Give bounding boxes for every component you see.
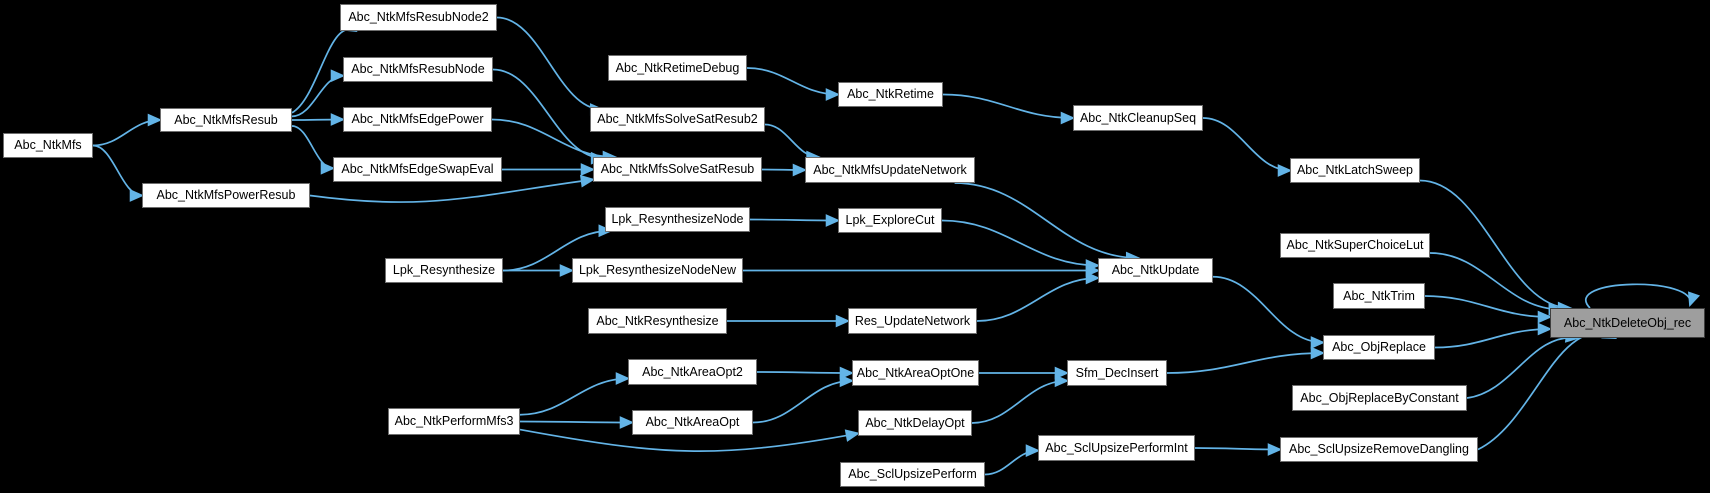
graph-node-sfm-decinsert[interactable]: Sfm_DecInsert <box>1067 360 1167 386</box>
edge-abc-ntkdelayopt-to-sfm-decinsert <box>971 374 1070 424</box>
graph-node-abc-ntkmfsupdatenetwork[interactable]: Abc_NtkMfsUpdateNetwork <box>805 157 975 183</box>
graph-node-abc-ntkretime[interactable]: Abc_NtkRetime <box>838 82 943 107</box>
edge-abc-ntkmfssolvesatresub2-to-abc-ntkmfsupdatenetwork <box>764 123 821 164</box>
graph-node-lpk-explorecut[interactable]: Lpk_ExploreCut <box>838 208 942 233</box>
edge-abc-ntkmfsresubnode2-to-abc-ntkmfssolvesatresub2 <box>496 16 605 116</box>
graph-node-lpk-resynthesize[interactable]: Lpk_Resynthesize <box>385 258 503 283</box>
edge-abc-ntkmfsresub-to-abc-ntkmfsresubnode <box>291 69 346 118</box>
graph-node-abc-sclupsizeperformint[interactable]: Abc_SclUpsizePerformInt <box>1038 435 1195 461</box>
graph-node-abc-ntkareaopt[interactable]: Abc_NtkAreaOpt <box>632 410 753 435</box>
graph-node-abc-ntkmfssolvesatresub2[interactable]: Abc_NtkMfsSolveSatResub2 <box>590 107 765 132</box>
graph-node-abc-ntklatchsweep[interactable]: Abc_NtkLatchSweep <box>1290 158 1420 183</box>
graph-node-lpk-resynthesizenode[interactable]: Lpk_ResynthesizeNode <box>605 207 750 232</box>
edge-abc-ntklatchsweep-to-abc-ntkdeleteobj-rec <box>1419 179 1573 315</box>
edge-abc-ntkmfsresub-to-abc-ntkmfsedgeswapeval <box>291 125 336 175</box>
graph-node-abc-ntkdeleteobj-rec: Abc_NtkDeleteObj_rec <box>1550 308 1705 338</box>
graph-node-abc-ntkmfsresubnode2[interactable]: Abc_NtkMfsResubNode2 <box>340 4 497 31</box>
edge-lpk-resynthesize-to-lpk-resynthesizenode <box>502 224 613 272</box>
edge-abc-ntkupdate-to-abc-objreplace <box>1212 275 1326 349</box>
edge-abc-ntkmfsresub-to-abc-ntkmfsedgepower <box>291 113 346 126</box>
edge-abc-ntkmfsedgepower-to-abc-ntkmfssolvesatresub <box>491 118 618 164</box>
edge-abc-ntkperformmfs3-to-abc-ntkdelayopt <box>519 428 861 452</box>
edge-abc-ntkmfsupdatenetwork-to-abc-ntkupdate <box>954 182 1141 265</box>
graph-node-abc-ntkdelayopt[interactable]: Abc_NtkDelayOpt <box>858 410 972 436</box>
edge-abc-ntkperformmfs3-to-abc-ntkareaopt2 <box>519 372 631 416</box>
graph-node-abc-ntkmfspowerresub[interactable]: Abc_NtkMfsPowerResub <box>142 183 310 208</box>
graph-node-abc-objreplacebyconstant[interactable]: Abc_ObjReplaceByConstant <box>1292 385 1467 411</box>
edge-abc-ntksuperchoicelut-to-abc-ntkdeleteobj-rec <box>1429 252 1564 316</box>
graph-node-abc-sclupsizeperform[interactable]: Abc_SclUpsizePerform <box>840 462 985 487</box>
edge-abc-objreplace-to-abc-ntkdeleteobj-rec <box>1434 322 1553 349</box>
edge-res-updatenetwork-to-abc-ntkupdate <box>976 271 1101 322</box>
graph-node-abc-ntksuperchoicelut[interactable]: Abc_NtkSuperChoiceLut <box>1280 233 1430 258</box>
graph-node-abc-objreplace[interactable]: Abc_ObjReplace <box>1323 335 1435 360</box>
edge-abc-ntkareaopt-to-abc-ntkareaoptone <box>752 374 855 424</box>
graph-node-abc-sclupsizeremovedangling[interactable]: Abc_SclUpsizeRemoveDangling <box>1280 437 1478 462</box>
edge-abc-ntkcleanupseq-to-abc-ntklatchsweep <box>1202 117 1293 177</box>
graph-node-abc-ntkcleanupseq[interactable]: Abc_NtkCleanupSeq <box>1073 105 1203 131</box>
edge-abc-sclupsizeperformint-to-abc-sclupsizeremovedangling <box>1194 443 1283 456</box>
graph-node-abc-ntktrim[interactable]: Abc_NtkTrim <box>1333 283 1425 309</box>
graph-node-abc-ntkupdate[interactable]: Abc_NtkUpdate <box>1098 258 1213 283</box>
graph-node-abc-ntkmfssolvesatresub[interactable]: Abc_NtkMfsSolveSatResub <box>593 157 762 182</box>
edge-abc-ntktrim-to-abc-ntkdeleteobj-rec <box>1424 295 1553 324</box>
graph-node-abc-ntkareaopt2[interactable]: Abc_NtkAreaOpt2 <box>628 359 757 385</box>
edge-sfm-decinsert-to-abc-objreplace <box>1166 346 1326 374</box>
edge-abc-sclupsizeperform-to-abc-sclupsizeperformint <box>984 444 1041 476</box>
graph-node-abc-ntkmfsedgeswapeval[interactable]: Abc_NtkMfsEdgeSwapEval <box>333 157 502 182</box>
graph-node-abc-ntkmfsresub[interactable]: Abc_NtkMfsResub <box>160 108 292 132</box>
edge-abc-ntkperformmfs3-to-abc-ntkareaopt <box>519 416 635 429</box>
edge-abc-ntkdeleteobj-rec-to-abc-ntkdeleteobj-rec <box>1585 283 1700 309</box>
edge-lpk-explorecut-to-abc-ntkupdate <box>941 219 1101 272</box>
edge-abc-ntkmfsresubnode-to-abc-ntkmfssolvesatresub <box>492 68 606 165</box>
graph-node-lpk-resynthesizenodenew[interactable]: Lpk_ResynthesizeNodeNew <box>572 258 743 283</box>
graph-node-abc-ntkmfsedgepower[interactable]: Abc_NtkMfsEdgePower <box>343 107 492 132</box>
edge-abc-ntkmfssolvesatresub-to-abc-ntkmfsupdatenetwork <box>761 163 808 177</box>
graph-node-abc-ntkresynthesize[interactable]: Abc_NtkResynthesize <box>588 308 727 334</box>
edge-group <box>92 16 1700 476</box>
graph-node-abc-ntkretimedebug[interactable]: Abc_NtkRetimeDebug <box>608 55 747 81</box>
edge-abc-ntkareaopt2-to-abc-ntkareaoptone <box>756 366 855 380</box>
edge-abc-ntkmfs-to-abc-ntkmfsresub <box>92 113 163 147</box>
graph-node-res-updatenetwork[interactable]: Res_UpdateNetwork <box>848 308 977 334</box>
graph-node-abc-ntkmfs[interactable]: Abc_NtkMfs <box>3 133 93 158</box>
edge-abc-ntkretimedebug-to-abc-ntkretime <box>746 67 841 101</box>
edge-abc-ntkmfspowerresub-to-abc-ntkmfssolvesatresub <box>309 174 596 203</box>
graph-node-abc-ntkperformmfs3[interactable]: Abc_NtkPerformMfs3 <box>388 408 520 435</box>
edge-lpk-resynthesizenode-to-lpk-explorecut <box>749 214 841 227</box>
edge-abc-ntkmfs-to-abc-ntkmfspowerresub <box>92 144 145 202</box>
graph-node-abc-ntkmfsresubnode[interactable]: Abc_NtkMfsResubNode <box>343 57 493 82</box>
edge-abc-ntkretime-to-abc-ntkcleanupseq <box>942 93 1076 125</box>
edge-abc-objreplacebyconstant-to-abc-ntkdeleteobj-rec <box>1466 330 1581 399</box>
graph-node-abc-ntkareaoptone[interactable]: Abc_NtkAreaOptOne <box>852 360 979 386</box>
